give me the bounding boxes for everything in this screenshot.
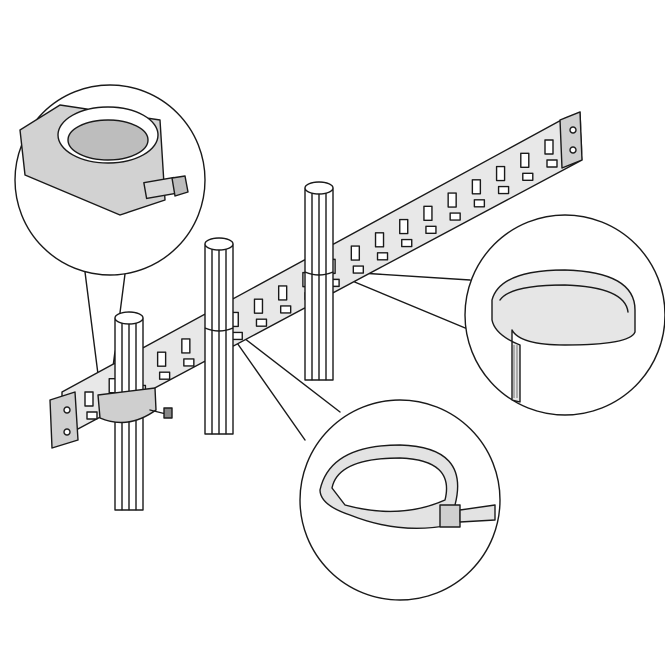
rail-window [376, 252, 389, 261]
cable-tie-detail-callout [299, 399, 501, 601]
rail-window [158, 371, 171, 380]
rail-window [279, 305, 292, 314]
rail-slot [423, 205, 433, 222]
bracket-detail-callout [14, 84, 206, 276]
rail-slot [399, 218, 409, 235]
rail-slot [277, 285, 288, 301]
rail-window [255, 318, 268, 327]
rail-window [449, 212, 461, 221]
rail-slot [156, 351, 167, 367]
rail-window [522, 172, 534, 181]
rail-window [473, 199, 486, 208]
cable-bracket [97, 387, 173, 424]
rail-slot [84, 391, 94, 407]
rail-window [425, 225, 437, 235]
rail-slot [495, 165, 506, 182]
rail-window [546, 159, 558, 168]
rail-window [231, 331, 243, 341]
rail-window [352, 265, 365, 274]
velcro-strap-detail-callout [464, 214, 665, 416]
rail-slot [471, 179, 482, 195]
rail-slot [374, 232, 385, 248]
rail-slot [253, 298, 264, 314]
rail-window [183, 358, 195, 367]
rail-window [86, 411, 98, 420]
rail-slot [181, 338, 191, 354]
cable-bundle-right [304, 181, 334, 381]
rail-slot [520, 152, 530, 168]
rail-slot [544, 139, 554, 155]
cable-bundle-middle [204, 237, 234, 435]
rail-window [497, 185, 510, 195]
rail-window [401, 238, 413, 248]
rail-slot [350, 245, 361, 261]
rail-slot [447, 192, 457, 208]
